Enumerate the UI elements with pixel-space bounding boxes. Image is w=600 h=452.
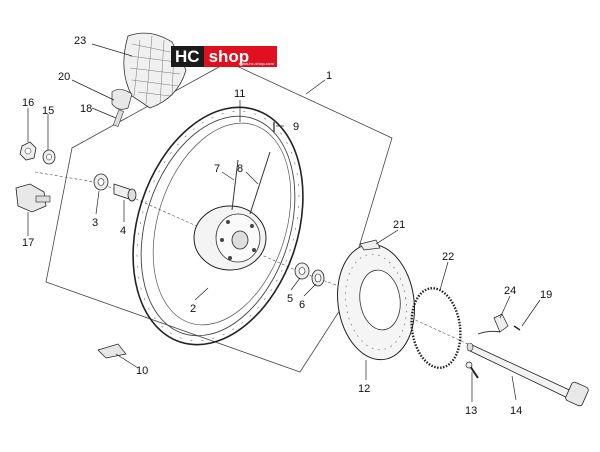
callout-21: 21	[393, 219, 405, 231]
phonic-wheel-part	[410, 287, 462, 369]
wheel-rim	[132, 106, 304, 346]
callout-11: 11	[234, 88, 245, 100]
logo-shop-text: shop www.hc-shop.com	[203, 46, 277, 67]
callout-13: 13	[465, 405, 477, 417]
callout-9: 9	[293, 121, 299, 133]
tyre-part	[123, 32, 187, 109]
callout-16: 16	[22, 97, 34, 109]
callout-5: 5	[287, 293, 293, 305]
callout-23: 23	[74, 35, 86, 47]
callout-15: 15	[42, 105, 54, 117]
callout-6: 6	[299, 299, 305, 311]
callout-3: 3	[92, 217, 98, 229]
balance-weight-part	[97, 343, 127, 359]
callout-1: 1	[326, 70, 332, 82]
sensor-bracket-part	[477, 313, 509, 335]
seal-right-part	[311, 269, 325, 287]
callout-10: 10	[136, 365, 148, 377]
callout-18: 18	[80, 103, 92, 115]
callout-8: 8	[237, 163, 243, 175]
callout-22: 22	[442, 251, 454, 263]
brake-disc-part	[337, 243, 415, 361]
callout-7: 7	[214, 163, 220, 175]
bearing-right-part	[294, 262, 310, 280]
logo-shop-word: shop	[208, 47, 250, 66]
callout-14: 14	[510, 405, 522, 417]
valve-part	[111, 89, 133, 127]
callout-20: 20	[58, 71, 70, 83]
wheel-axle-part	[466, 342, 589, 407]
callout-4: 4	[120, 225, 126, 237]
callout-2: 2	[190, 303, 196, 315]
bearing-left-part	[93, 173, 109, 191]
logo-tagline: www.hc-shop.com	[238, 61, 274, 66]
callout-19: 19	[540, 289, 552, 301]
hc-shop-logo: HC shop www.hc-shop.com	[171, 46, 277, 67]
washer-part	[42, 149, 56, 165]
logo-hc-text: HC	[171, 46, 204, 67]
callout-12: 12	[358, 383, 370, 395]
cover-plate-part	[359, 239, 381, 251]
spacer-part	[113, 183, 137, 202]
nut-part	[19, 141, 37, 161]
disc-bolt-part	[465, 361, 479, 379]
speedometer-drive-part	[15, 183, 51, 213]
bracket-screw-part	[513, 325, 521, 331]
leader-lines	[27, 43, 541, 402]
callout-17: 17	[22, 237, 34, 249]
wheel-hub	[193, 151, 271, 271]
callout-24: 24	[504, 285, 516, 297]
